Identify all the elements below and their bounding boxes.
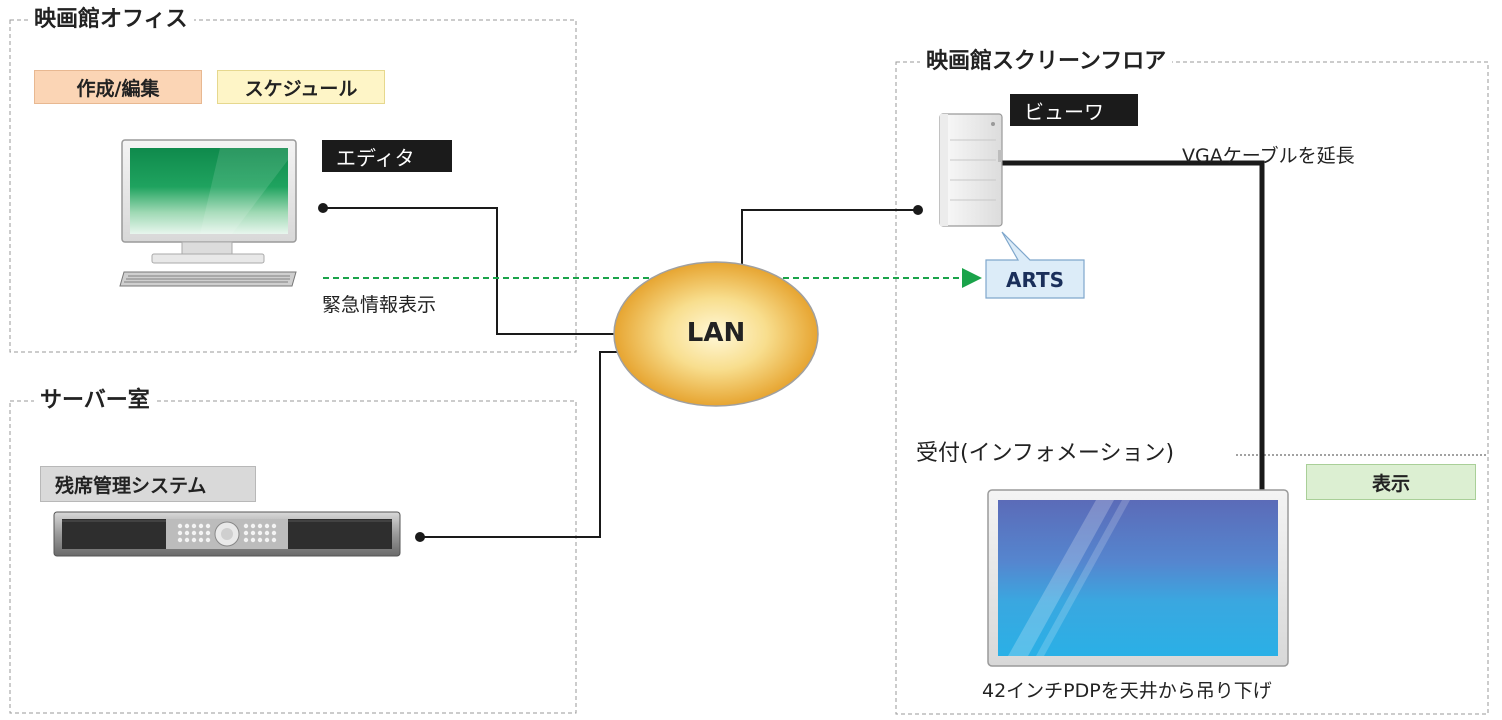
server-to-lan-line	[420, 351, 622, 538]
arts-label: ARTS	[1005, 268, 1065, 292]
editor-connector-dot	[318, 203, 328, 213]
connection-lines	[323, 207, 918, 538]
seat-management-tag: 残席管理システム	[40, 466, 256, 502]
vga-cable-line	[1002, 160, 1265, 490]
office-zone-border	[9, 19, 577, 353]
display-tag: 表示	[1306, 464, 1476, 500]
vga-label: VGAケーブルを延長	[1182, 145, 1355, 167]
viewer-connector-dot	[913, 205, 923, 215]
flat-panel-display-icon	[987, 489, 1289, 667]
emergency-label: 緊急情報表示	[322, 294, 437, 316]
speech-bubble-icon	[985, 231, 1085, 299]
server-zone-border	[9, 400, 577, 714]
lan-label: LAN	[686, 318, 746, 348]
office-zone-title: 映画館オフィス	[28, 6, 194, 34]
desktop-computer-icon	[119, 139, 297, 287]
screen-floor-zone-border	[895, 61, 1489, 715]
tower-pc-icon	[939, 113, 1003, 227]
server-zone-title: サーバー室	[34, 387, 156, 415]
screen-floor-zone-title: 映画館スクリーンフロア	[920, 48, 1173, 76]
rack-server-icon	[53, 511, 401, 557]
lan-to-viewer-line	[741, 209, 918, 266]
server-connector-dot	[415, 532, 425, 542]
editor-label: エディタ	[322, 140, 452, 172]
editor-to-lan-line	[323, 207, 620, 335]
viewer-label: ビューワ	[1010, 94, 1138, 126]
reception-zone-title: 受付(インフォメーション)	[910, 440, 1181, 468]
lan-ellipse-icon	[613, 261, 819, 407]
pdp-label: 42インチPDPを天井から吊り下げ	[982, 680, 1272, 702]
create-edit-tag: 作成/編集	[34, 70, 202, 104]
schedule-tag: スケジュール	[217, 70, 385, 104]
zone-borders	[9, 19, 1489, 715]
